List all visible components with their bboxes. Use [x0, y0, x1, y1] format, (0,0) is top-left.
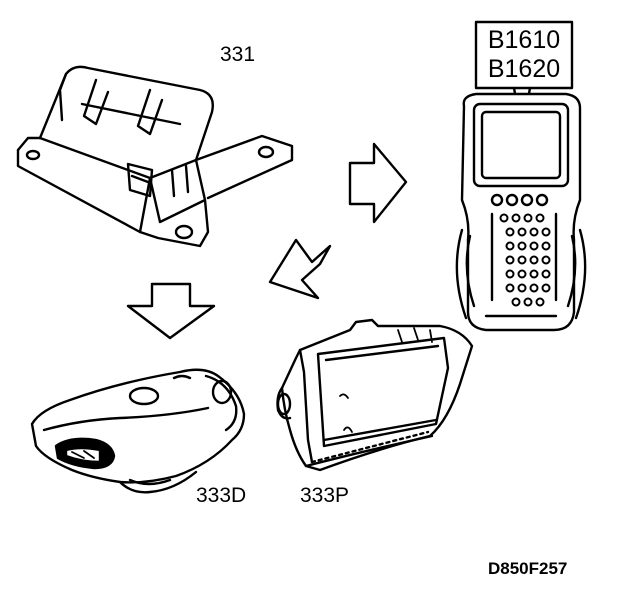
control-module-331 [16, 65, 294, 248]
control-module-label: 331 [220, 43, 256, 66]
arrow-down [126, 282, 216, 340]
arrow-diagonal [268, 238, 332, 300]
driver-airbag-333d [30, 368, 246, 494]
passenger-airbag-333p [276, 318, 474, 472]
arrow-right [348, 142, 408, 224]
figure-id-label: D850F257 [488, 559, 568, 578]
diagnostic-tester [455, 20, 587, 332]
driver-airbag-label: 333D [196, 484, 247, 507]
passenger-airbag-label: 333P [300, 484, 350, 507]
fault-code-2: B1620 [487, 55, 561, 83]
fault-code-1: B1610 [487, 26, 561, 54]
